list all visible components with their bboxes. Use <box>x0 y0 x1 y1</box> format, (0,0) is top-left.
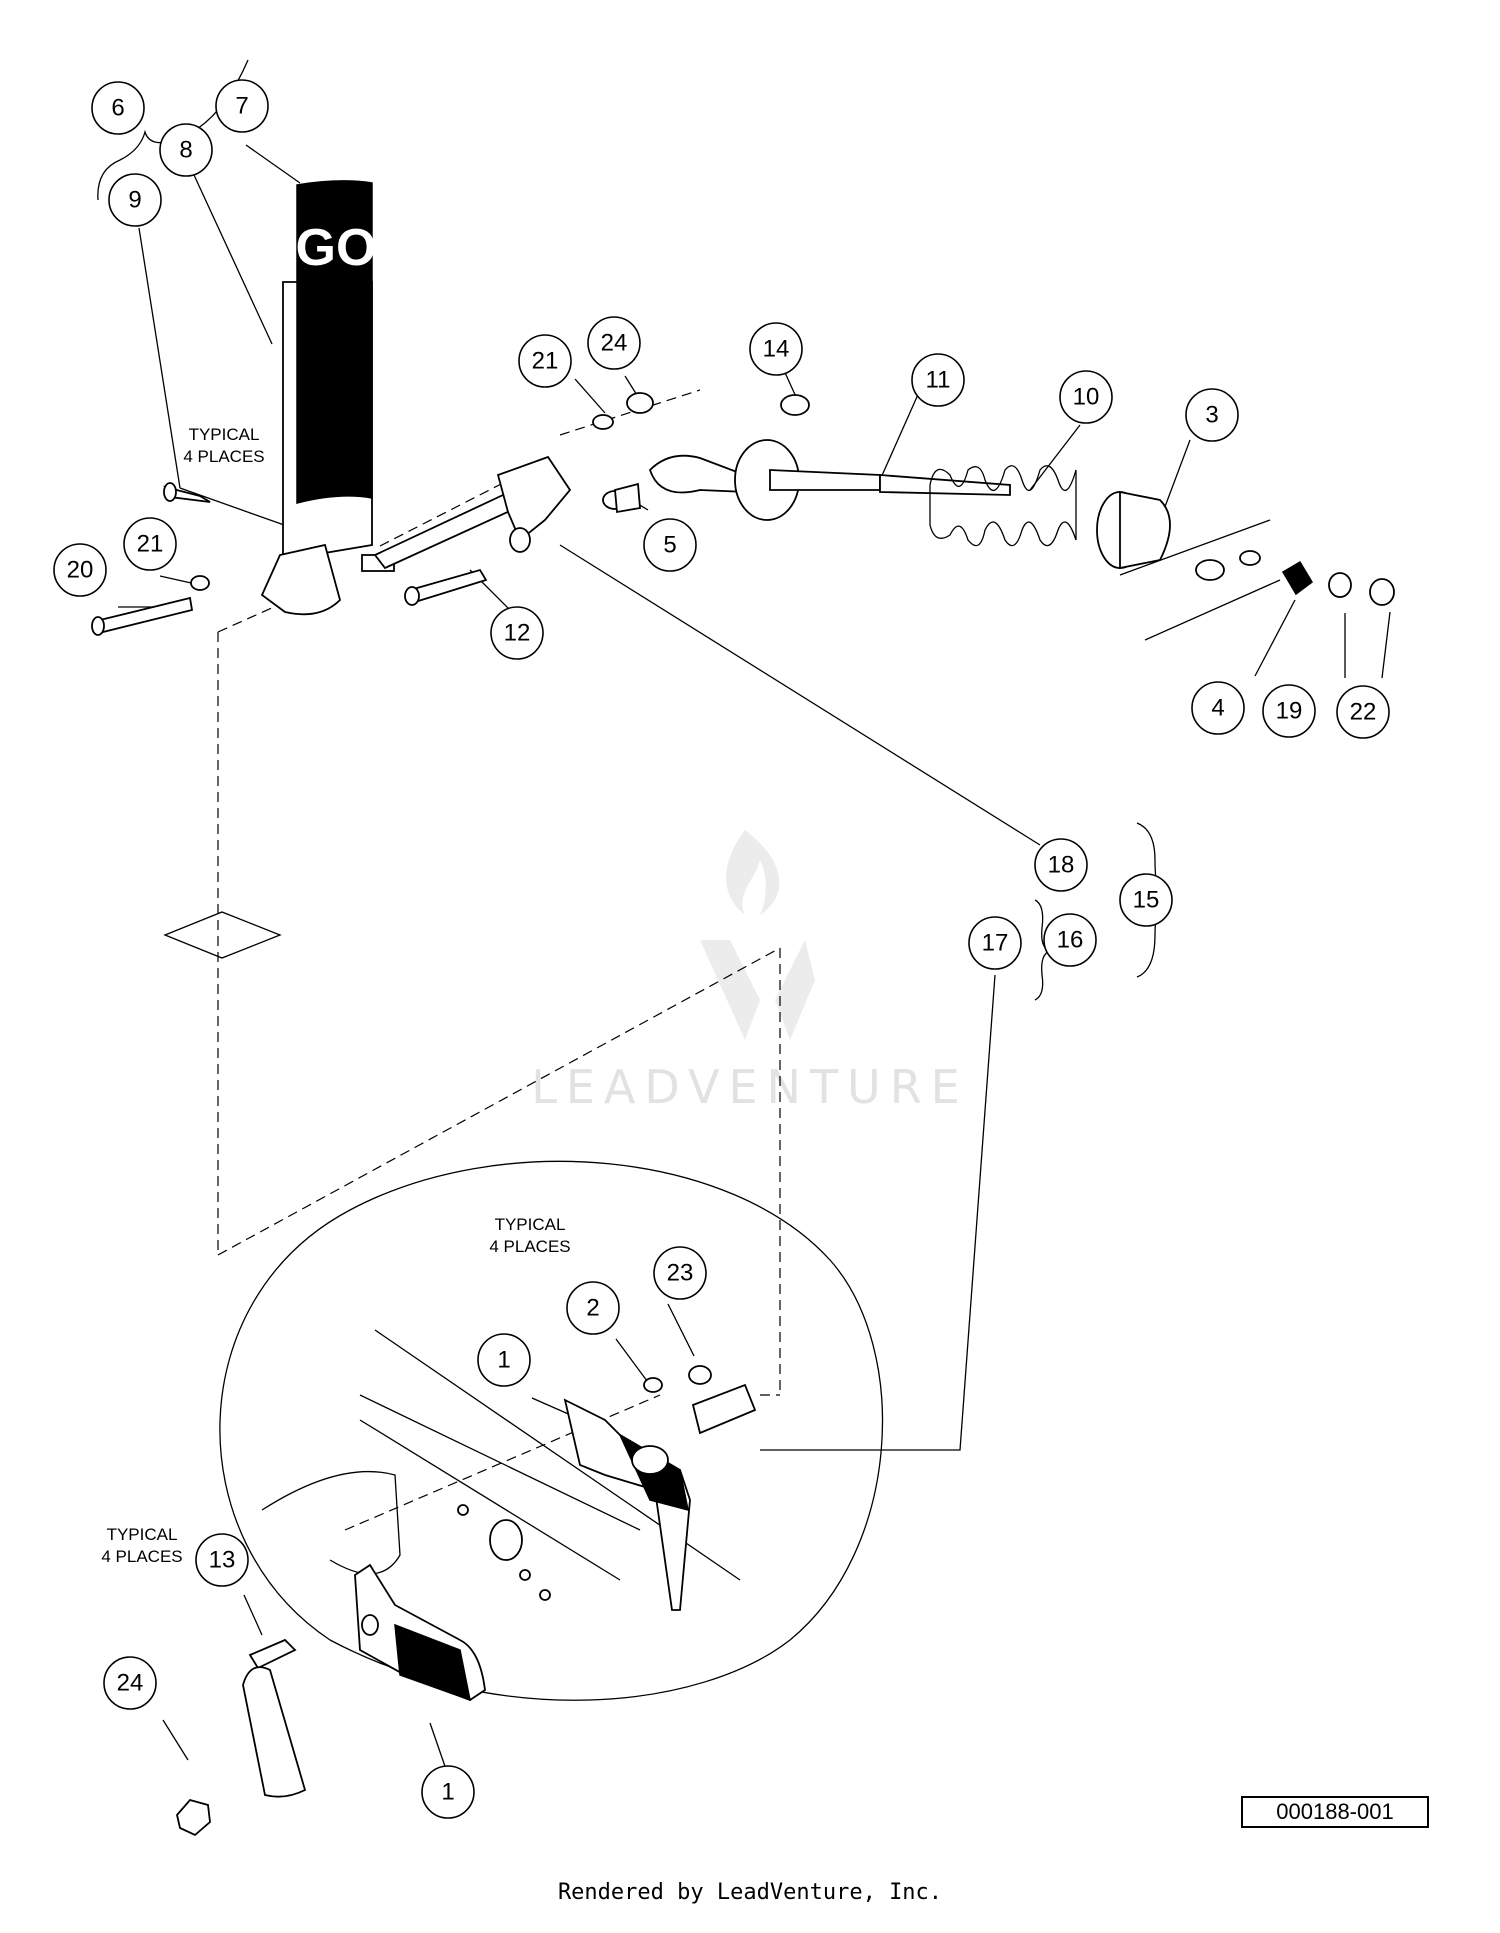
callout-7: 7 <box>215 79 269 133</box>
callout-15: 15 <box>1119 873 1173 927</box>
callout-19: 19 <box>1262 684 1316 738</box>
pedal-go-label: GO <box>296 219 377 277</box>
svg-text:7: 7 <box>235 93 248 120</box>
note-typical-top: TYPICAL 4 PLACES <box>183 425 264 466</box>
callout-21-top: 21 <box>518 334 572 388</box>
return-spring <box>929 465 1077 547</box>
svg-text:4: 4 <box>1211 695 1224 722</box>
svg-text:24: 24 <box>117 1670 144 1697</box>
callout-1-lower: 1 <box>421 1765 475 1819</box>
svg-text:12: 12 <box>504 620 531 647</box>
callout-17: 17 <box>968 916 1022 970</box>
callout-4: 4 <box>1191 681 1245 735</box>
svg-text:13: 13 <box>209 1547 236 1574</box>
svg-text:20: 20 <box>67 557 94 584</box>
callout-1-upper: 1 <box>477 1333 531 1387</box>
note-line-2: 4 PLACES <box>101 1547 182 1566</box>
callout-21-left: 21 <box>123 517 177 571</box>
upper-right-hardware <box>1281 560 1395 606</box>
svg-text:1: 1 <box>497 1347 510 1374</box>
svg-text:10: 10 <box>1073 384 1100 411</box>
leader-lines <box>118 144 1391 1776</box>
detail-circle <box>219 1160 884 1701</box>
callout-3: 3 <box>1185 388 1239 442</box>
svg-text:1: 1 <box>441 1779 454 1806</box>
svg-text:3: 3 <box>1205 402 1218 429</box>
pedal-hardware <box>91 482 211 636</box>
frame-rail-upper <box>1119 519 1281 641</box>
callout-2: 2 <box>566 1281 620 1335</box>
callout-5: 5 <box>643 518 697 572</box>
linkage-assembly <box>648 394 1011 521</box>
note-line-1: TYPICAL <box>495 1215 566 1234</box>
callout-24-top: 24 <box>587 316 641 370</box>
diagram-id-box: 000188-001 <box>1241 1796 1429 1828</box>
note-line-2: 4 PLACES <box>489 1237 570 1256</box>
pivot-plane <box>163 911 282 959</box>
svg-text:6: 6 <box>111 95 124 122</box>
callout-12: 12 <box>490 606 544 660</box>
watermark: LEADVENTURE <box>531 830 969 1114</box>
note-line-1: TYPICAL <box>189 425 260 444</box>
svg-text:21: 21 <box>532 348 559 375</box>
pedal-mount-detail <box>176 1329 757 1837</box>
callout-14: 14 <box>749 322 803 376</box>
callout-20: 20 <box>53 543 107 597</box>
callout-13: 13 <box>195 1533 249 1587</box>
callout-22: 22 <box>1336 685 1390 739</box>
accelerator-pedal: GO <box>260 180 395 616</box>
svg-text:21: 21 <box>137 531 164 558</box>
callout-11: 11 <box>911 353 965 407</box>
note-line-2: 4 PLACES <box>183 447 264 466</box>
svg-text:19: 19 <box>1276 698 1303 725</box>
callout-8: 8 <box>159 123 213 177</box>
svg-text:17: 17 <box>982 930 1009 957</box>
svg-text:23: 23 <box>667 1260 694 1287</box>
svg-text:11: 11 <box>926 367 951 394</box>
callout-10: 10 <box>1059 370 1113 424</box>
svg-text:9: 9 <box>128 187 141 214</box>
callout-18: 18 <box>1034 838 1088 892</box>
svg-text:16: 16 <box>1057 927 1084 954</box>
callout-16: 16 <box>1043 913 1097 967</box>
svg-text:22: 22 <box>1350 699 1377 726</box>
callout-6: 6 <box>91 81 145 135</box>
svg-text:18: 18 <box>1048 852 1075 879</box>
spring-cup <box>1096 490 1171 570</box>
svg-text:2: 2 <box>586 1295 599 1322</box>
render-credit: Rendered by LeadVenture, Inc. <box>557 1880 943 1905</box>
svg-text:14: 14 <box>763 336 790 363</box>
svg-text:5: 5 <box>663 532 676 559</box>
note-line-1: TYPICAL <box>107 1525 178 1544</box>
pedal-pivot-assembly <box>373 392 654 606</box>
note-typical-middle: TYPICAL 4 PLACES <box>489 1215 570 1256</box>
watermark-text: LEADVENTURE <box>531 1060 969 1114</box>
callout-9: 9 <box>108 173 162 227</box>
callout-23: 23 <box>653 1246 707 1300</box>
group-braces <box>97 59 1167 1001</box>
svg-text:15: 15 <box>1133 887 1160 914</box>
callout-24-bottom: 24 <box>103 1656 157 1710</box>
svg-text:8: 8 <box>179 137 192 164</box>
note-typical-bottom: TYPICAL 4 PLACES <box>101 1525 182 1566</box>
svg-text:24: 24 <box>601 330 628 357</box>
